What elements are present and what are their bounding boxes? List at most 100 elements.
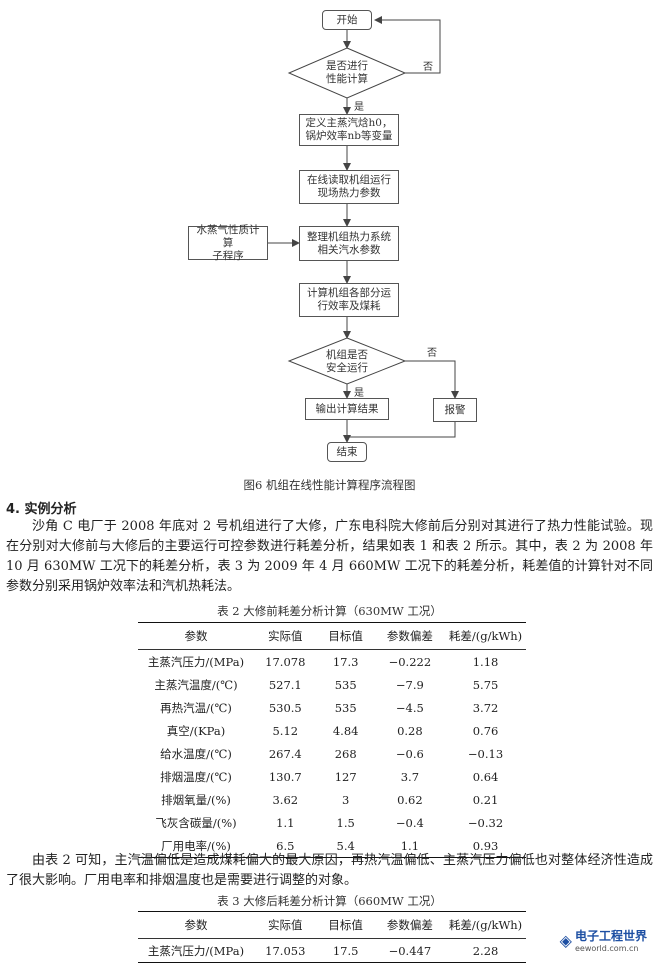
end-label: 结束 bbox=[336, 445, 358, 458]
table-row: 排烟温度/(℃) 130.7 127 3.7 0.64 bbox=[138, 765, 526, 788]
define-variables-step: 定义主蒸汽焓h0， 锅炉效率nb等变量 bbox=[299, 114, 399, 146]
compute-efficiency-step: 计算机组各部分运 行效率及煤耗 bbox=[299, 283, 399, 317]
start-label: 开始 bbox=[336, 13, 358, 26]
table-cell: 130.7 bbox=[268, 769, 302, 784]
decision1-diamond bbox=[287, 47, 407, 99]
start-node: 开始 bbox=[322, 10, 372, 30]
table-cell: 真空/(KPa) bbox=[166, 723, 226, 738]
paragraph-2-text: 由表 2 可知，主汽温偏低是造成煤耗偏大的最大原因，再热汽温偏低、主蒸汽压力偏低… bbox=[6, 853, 653, 888]
table2-caption: 表 2 大修前耗差分析计算（630MW 工况） bbox=[217, 604, 442, 618]
table-cell: 535 bbox=[334, 677, 357, 692]
table-cell: 5.12 bbox=[272, 723, 299, 738]
table-cell: 1.1 bbox=[374, 834, 446, 858]
flowchart-connectors bbox=[268, 16, 459, 443]
decision2-no-label: 否 bbox=[427, 348, 437, 359]
table2-header: 目标值 bbox=[316, 622, 375, 650]
output-results-step: 输出计算结果 bbox=[305, 398, 389, 420]
table-cell: 127 bbox=[334, 769, 357, 784]
table-cell: 17.078 bbox=[265, 654, 306, 669]
table-row: 排烟氧量/(%) 3.62 3 0.62 0.21 bbox=[138, 788, 526, 811]
watermark-url: eeworld.com.cn bbox=[574, 944, 639, 953]
figure-caption: 图6 机组在线性能计算程序流程图 bbox=[243, 478, 416, 492]
table-cell: 厂用电率/(%) bbox=[138, 834, 254, 858]
table2: 参数 实际值 目标值 参数偏差 耗差/(g/kWh) 主蒸汽压力/(MPa) 17… bbox=[138, 622, 526, 858]
watermark-logo: ◈ 电子工程世界 eeworld.com.cn bbox=[560, 927, 647, 953]
output-label: 输出计算结果 bbox=[315, 402, 379, 415]
decision1-yes-label: 是 bbox=[354, 102, 364, 113]
table-cell: 0.28 bbox=[397, 723, 423, 738]
table-cell: 0.21 bbox=[472, 792, 499, 807]
table-cell: 0.76 bbox=[472, 723, 499, 738]
table-cell: 主蒸汽压力/(MPa) bbox=[147, 654, 245, 669]
table3-header: 目标值 bbox=[316, 911, 375, 939]
table-cell: 排烟温度/(℃) bbox=[160, 769, 232, 784]
decision2-yes-label: 是 bbox=[354, 388, 364, 399]
table2-header: 实际值 bbox=[253, 622, 317, 650]
table-cell: 再热汽温/(℃) bbox=[160, 700, 232, 715]
table-cell: 1.18 bbox=[472, 654, 499, 669]
section-paragraph-1: 沙角 C 电厂于 2008 年底对 2 号机组进行了大修，广东电科院大修前后分别… bbox=[6, 517, 653, 597]
table-cell: 3.62 bbox=[272, 792, 299, 807]
paragraph-1-text: 沙角 C 电厂于 2008 年底对 2 号机组进行了大修，广东电科院大修前后分别… bbox=[6, 519, 653, 594]
table3-header: 参数偏差 bbox=[374, 911, 446, 939]
organize-parameters-step: 整理机组热力系统 相关汽水参数 bbox=[299, 226, 399, 261]
table-row: 飞灰含碳量/(%) 1.1 1.5 −0.4 −0.32 bbox=[138, 811, 526, 834]
decision1-label: 是否进行 性能计算 bbox=[326, 60, 368, 85]
watermark-brand: 电子工程世界 bbox=[574, 929, 647, 943]
table-cell: 4.84 bbox=[332, 723, 359, 738]
table-cell: 1.1 bbox=[276, 815, 295, 830]
table-cell: 267.4 bbox=[268, 746, 302, 761]
table2-header: 参数偏差 bbox=[374, 622, 446, 650]
logo-icon: ◈ bbox=[559, 930, 572, 950]
table-cell: 5.4 bbox=[316, 834, 375, 858]
table-cell: 0.64 bbox=[472, 769, 499, 784]
table-cell: 给水温度/(℃) bbox=[160, 746, 232, 761]
table-cell: −0.32 bbox=[467, 815, 504, 830]
table2-header: 耗差/(g/kWh) bbox=[445, 622, 526, 650]
table-cell: −0.13 bbox=[467, 746, 504, 761]
decision2-label: 机组是否 安全运行 bbox=[326, 349, 368, 374]
table-row: 再热汽温/(℃) 530.5 535 −4.5 3.72 bbox=[138, 696, 526, 719]
table-cell: −4.5 bbox=[395, 700, 424, 715]
section-paragraph-2: 由表 2 可知，主汽温偏低是造成煤耗偏大的最大原因，再热汽温偏低、主蒸汽压力偏低… bbox=[6, 851, 653, 891]
decision2-diamond bbox=[287, 337, 407, 385]
table-cell: 268 bbox=[334, 746, 357, 761]
table-cell: 1.5 bbox=[336, 815, 355, 830]
table-cell: 3.7 bbox=[400, 769, 420, 784]
table-cell: 530.5 bbox=[268, 700, 302, 715]
table-row: 给水温度/(℃) 267.4 268 −0.6 −0.13 bbox=[138, 742, 526, 765]
table-cell: 535 bbox=[334, 700, 357, 715]
table-cell: −0.4 bbox=[395, 815, 424, 830]
table-cell: −0.222 bbox=[388, 654, 432, 669]
table-cell: 0.93 bbox=[445, 834, 526, 858]
table-cell: 主蒸汽温度/(℃) bbox=[154, 677, 238, 692]
table-cell: 飞灰含碳量/(%) bbox=[155, 815, 237, 830]
table-cell: −7.9 bbox=[395, 677, 424, 692]
alarm-label: 报警 bbox=[444, 403, 466, 416]
table3: 参数 实际值 目标值 参数偏差 耗差/(g/kWh) 主蒸汽压力/(MPa)17… bbox=[138, 911, 526, 963]
table3-header: 参数 bbox=[138, 911, 254, 939]
table-cell: 3 bbox=[342, 792, 350, 807]
table3-header: 耗差/(g/kWh) bbox=[445, 911, 526, 939]
table-cell: 0.62 bbox=[397, 792, 423, 807]
table-cell: 6.5 bbox=[253, 834, 317, 858]
table-cell: 527.1 bbox=[268, 677, 302, 692]
table-cell: 排烟氧量/(%) bbox=[161, 792, 231, 807]
end-node: 结束 bbox=[327, 442, 367, 462]
table-cell: −0.6 bbox=[395, 746, 424, 761]
section-heading: 4. 实例分析 bbox=[6, 502, 77, 517]
alarm-step: 报警 bbox=[433, 398, 477, 422]
steam-property-subroutine: 水蒸气性质计算 子程序 bbox=[188, 224, 268, 262]
table-cell: 5.75 bbox=[472, 677, 499, 692]
table-cell: 17.3 bbox=[332, 654, 359, 669]
table-cell: 3.72 bbox=[472, 700, 499, 715]
table-row: 真空/(KPa) 5.12 4.84 0.28 0.76 bbox=[138, 719, 526, 742]
table3-caption: 表 3 大修后耗差分析计算（660MW 工况） bbox=[217, 894, 442, 908]
table2-header: 参数 bbox=[138, 622, 254, 650]
read-parameters-step: 在线读取机组运行 现场热力参数 bbox=[299, 170, 399, 204]
decision1-no-label: 否 bbox=[423, 62, 433, 73]
table3-header: 实际值 bbox=[253, 911, 317, 939]
table-row: 主蒸汽压力/(MPa) 17.078 17.3 −0.222 1.18 bbox=[138, 650, 526, 674]
table-row: 主蒸汽温度/(℃) 527.1 535 −7.9 5.75 bbox=[138, 673, 526, 696]
